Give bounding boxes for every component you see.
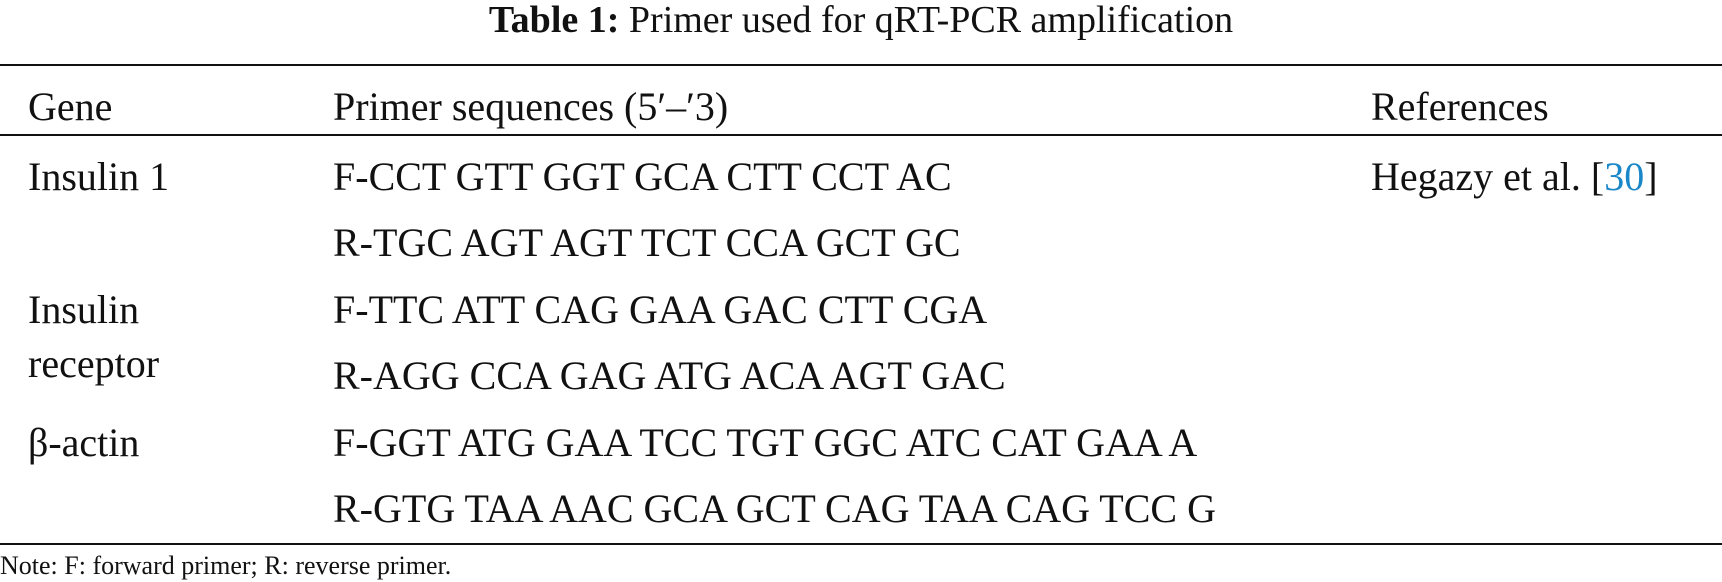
table-caption-text: Primer used for qRT-PCR amplification [628,0,1234,41]
gene-name-insulin-1: Insulin 1 [28,154,170,199]
gene-name-insulin-receptor-line2: receptor [28,341,160,386]
table-top-rule [0,64,1722,66]
header-references: References [1371,84,1549,129]
reference-text: Hegazy et al. [ [1371,154,1605,199]
reverse-primer-insulin-receptor: R-AGG CCA GAG ATG ACA AGT GAC [333,353,1006,398]
table-bottom-rule [0,543,1722,545]
gene-name-beta-actin: β-actin [28,420,140,465]
gene-name-insulin-receptor-line1: Insulin [28,287,140,332]
table-note: Note: F: forward primer; R: reverse prim… [0,551,452,580]
forward-primer-beta-actin: F-GGT ATG GAA TCC TGT GGC ATC CAT GAA A [333,420,1198,465]
forward-primer-insulin-receptor: F-TTC ATT CAG GAA GAC CTT CGA [333,287,988,332]
table-caption: Table 1: Primer used for qRT-PCR amplifi… [0,0,1722,40]
table-caption-label: Table 1: [488,0,620,41]
table-header-rule [0,134,1722,136]
header-gene: Gene [28,84,113,129]
header-primer-sequences: Primer sequences (5′–′3) [333,84,729,129]
reference-link[interactable]: 30 [1604,154,1645,199]
reverse-primer-insulin-1: R-TGC AGT AGT TCT CCA GCT GC [333,220,961,265]
reference-bracket: ] [1644,154,1658,199]
forward-primer-insulin-1: F-CCT GTT GGT GCA CTT CCT AC [333,154,952,199]
reference-cell: Hegazy et al. [30] [1371,154,1658,200]
reverse-primer-beta-actin: R-GTG TAA AAC GCA GCT CAG TAA CAG TCC G [333,486,1216,531]
